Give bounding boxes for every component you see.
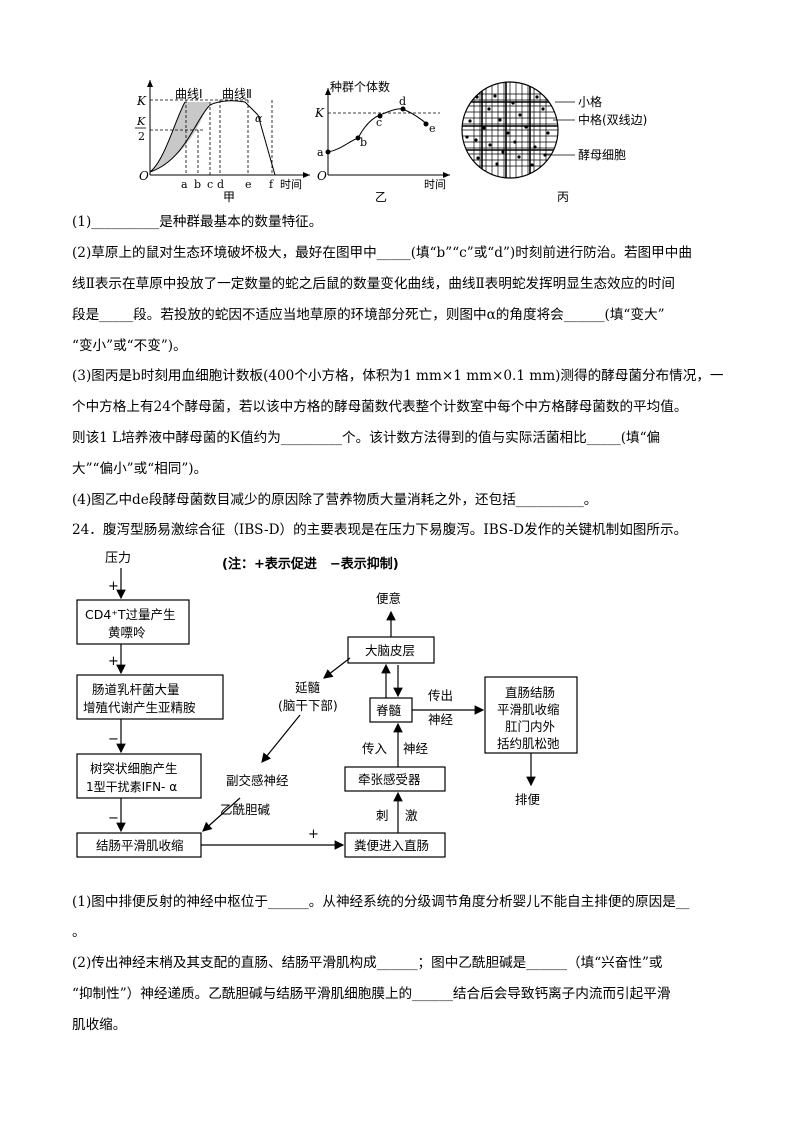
- defecate-label: 排便: [515, 792, 541, 807]
- jia-caption: 甲: [223, 190, 235, 204]
- feces-label: 粪便进入直肠: [354, 838, 429, 853]
- ach-label: 乙酰胆碱: [220, 802, 271, 817]
- p2-line1: (2)传出神经末梢及其支配的直肠、结肠平滑肌构成______；图中乙酰胆碱是__…: [72, 955, 663, 971]
- q2-line4: “变小”或“不变”)。: [72, 338, 187, 354]
- plus-1: +: [108, 579, 119, 594]
- box1-line2: 黄嘌呤: [108, 625, 146, 640]
- jia-curve1-label: 曲线Ⅰ: [175, 87, 203, 101]
- box3-line2: 1型干扰素IFN- α: [86, 780, 177, 794]
- plus-3: +: [308, 827, 319, 842]
- minus-2: −: [108, 811, 119, 826]
- jia-curve2-label: 曲线Ⅱ: [222, 87, 252, 101]
- target-line2: 平滑肌收缩: [497, 702, 560, 717]
- yi-point-c: c: [376, 116, 382, 129]
- stim-2: 激: [405, 808, 418, 823]
- jia-y-k: K: [136, 94, 147, 108]
- jia-tick-e: e: [245, 178, 252, 191]
- q3-line3: 则该1 L培养液中酵母菌的K值约为_________个。该计数方法得到的值与实际…: [72, 430, 661, 446]
- q2-line1: (2)草原上的鼠对生态环境破坏极大，最好在图甲中_____(填“b”“c”或“d…: [72, 245, 692, 261]
- yi-point-a: a: [317, 146, 324, 159]
- bianyi-label: 便意: [376, 591, 401, 606]
- figure-yi: 种群个体数 K a b c d e O 时间 乙: [314, 79, 450, 204]
- spinal-label: 脊髓: [376, 703, 402, 718]
- yi-caption: 乙: [375, 190, 387, 204]
- efferent-line1: 传出: [428, 688, 453, 703]
- top-figures: K K 2 O 曲线Ⅰ 曲线Ⅱ α a b c d e f 时间 甲 种群个体数…: [0, 79, 800, 205]
- yi-point-d: d: [399, 95, 406, 108]
- bing-label-yeast: 酵母细胞: [578, 148, 626, 162]
- p1-line1: (1)图中排便反射的神经中枢位于______。从神经系统的分级调节角度分析婴儿不…: [72, 894, 690, 910]
- target-line4: 括约肌松弛: [497, 736, 560, 751]
- target-line3: 肛门内外: [505, 719, 556, 734]
- bing-label-small-square: 小格: [578, 94, 602, 109]
- yansui-line2: (脑干下部): [278, 698, 338, 713]
- figure-bing: 小格 中格(双线边) 酵母细胞 丙: [461, 81, 647, 204]
- minus-1: −: [108, 732, 119, 747]
- jia-x-label: 时间: [280, 178, 302, 191]
- jia-tick-a: a: [181, 178, 188, 191]
- yi-origin: O: [317, 169, 327, 183]
- q2-line2: 线Ⅱ表示在草原中投放了一定数量的蛇之后鼠的数量变化曲线，曲线Ⅱ表明蛇发挥明显生态…: [72, 276, 676, 292]
- flow-note: (注：+表示促进 −表示抑制): [222, 556, 399, 572]
- q3-line4: 大”“偏小”或“相同”)。: [72, 461, 208, 477]
- afferent-label-2: 神经: [403, 741, 429, 756]
- yansui-line1: 延髓: [295, 680, 321, 695]
- box4-label: 结肠平滑肌收缩: [96, 838, 184, 853]
- efferent-line2: 神经: [428, 712, 454, 727]
- ibs-mechanism-diagram: (注：+表示促进 −表示抑制) 压力 + CD4⁺T过量产生 黄嘌呤 + 肠道乳…: [72, 540, 732, 870]
- box2-line2: 增殖代谢产生亚精胺: [83, 700, 196, 715]
- bing-label-middle-square: 中格(双线边): [578, 112, 647, 127]
- q24-stem: 24．腹泻型肠易激综合征（IBS-D）的主要表现是在压力下易腹泻。IBS-D发作…: [72, 522, 688, 538]
- bing-caption: 丙: [557, 190, 569, 204]
- flow-pressure: 压力: [105, 551, 131, 566]
- jia-y-k2-bottom: 2: [138, 130, 145, 143]
- parasym-label: 副交感神经: [226, 773, 289, 788]
- q1-text: (1)__________是种群最基本的数量特征。: [72, 214, 323, 230]
- hemocytometer-grid: [462, 82, 558, 178]
- jia-tick-c: c: [207, 178, 213, 191]
- p2-line2: “抑制性”）神经递质。乙酰胆碱与结肠平滑肌细胞膜上的______结合后会导致钙离…: [72, 986, 671, 1002]
- yi-y-k: K: [314, 106, 325, 120]
- jia-tick-d: d: [217, 178, 224, 191]
- jia-tick-b: b: [194, 178, 201, 191]
- stretch-receptor-label: 牵张感受器: [358, 772, 421, 787]
- yi-point-e: e: [429, 122, 436, 135]
- p1-line2: 。: [72, 924, 86, 940]
- flow-svg: (注：+表示促进 −表示抑制) 压力 + CD4⁺T过量产生 黄嘌呤 + 肠道乳…: [76, 551, 578, 858]
- cortex-label: 大脑皮层: [365, 643, 415, 658]
- box2-line1: 肠道乳杆菌大量: [92, 682, 180, 697]
- box3-line1: 树突状细胞产生: [90, 761, 178, 776]
- p2-line3: 肌收缩。: [72, 1017, 127, 1033]
- q4-text: (4)图乙中de段酵母菌数目减少的原因除了营养物质大量消耗之外，还包括_____…: [72, 492, 598, 508]
- figure-jia: K K 2 O 曲线Ⅰ 曲线Ⅱ α a b c d e f 时间 甲: [135, 80, 310, 204]
- q3-line1: (3)图丙是b时刻用血细胞计数板(400个小方格，体积为1 mm×1 mm×0.…: [72, 368, 724, 384]
- yi-x-label: 时间: [424, 178, 446, 191]
- target-line1: 直肠结肠: [505, 685, 555, 700]
- jia-tick-f: f: [269, 178, 274, 191]
- box1-line1: CD4⁺T过量产生: [85, 607, 176, 622]
- q3-line2: 个中方格上有24个酵母菌，若以该中方格的酵母菌数代表整个计数室中每个中方格酵母菌…: [72, 399, 688, 415]
- yi-y-label: 种群个体数: [330, 80, 390, 94]
- figures-svg: K K 2 O 曲线Ⅰ 曲线Ⅱ α a b c d e f 时间 甲 种群个体数…: [135, 79, 647, 204]
- afferent-label: 传入: [362, 741, 388, 756]
- jia-alpha: α: [255, 112, 263, 125]
- stim-1: 刺: [376, 808, 389, 823]
- jia-origin: O: [139, 169, 149, 183]
- yi-point-b: b: [360, 136, 367, 149]
- q2-line3: 段是_____段。若投放的蛇因不适应当地草原的环境部分死亡，则图中α的角度将会_…: [72, 307, 665, 323]
- plus-2: +: [108, 654, 119, 669]
- jia-y-k2-top: K: [136, 115, 146, 128]
